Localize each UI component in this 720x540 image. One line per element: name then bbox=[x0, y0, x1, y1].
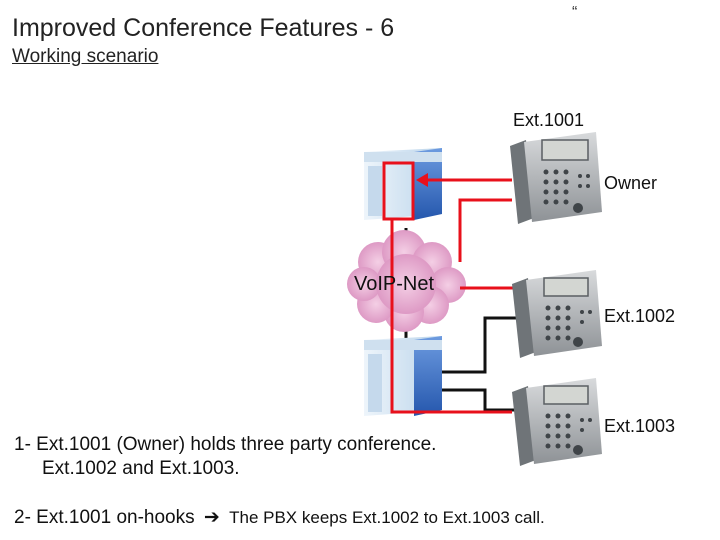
ext1002-label: Ext.1002 bbox=[604, 306, 676, 326]
phone-ext1001 bbox=[510, 132, 602, 224]
pbx1-highlight-box bbox=[382, 161, 415, 221]
scenario-note-2: 2- Ext.1001 on-hooks ➔ The PBX keeps Ext… bbox=[14, 506, 545, 529]
scenario-note-1: 1- Ext.1001 (Owner) holds three party co… bbox=[14, 433, 436, 481]
page-subtitle: Working scenario bbox=[12, 46, 159, 67]
phone-ext1003 bbox=[512, 378, 602, 466]
scenario-note-1-line1: 1- Ext.1001 (Owner) holds three party co… bbox=[14, 434, 437, 455]
conference-path-to-ext1003 bbox=[390, 219, 512, 414]
right-arrow-icon: ➔ bbox=[203, 507, 220, 528]
network-label: VoIP-Net bbox=[354, 273, 435, 295]
arrow-head-icon bbox=[416, 173, 428, 187]
scenario-note-2-result: The PBX keeps Ext.1002 to Ext.1003 call. bbox=[229, 508, 545, 527]
quote-mark: “ bbox=[572, 4, 578, 21]
ext1003-label: Ext.1003 bbox=[604, 416, 676, 436]
call-path bbox=[382, 161, 520, 414]
pbx-server-1 bbox=[364, 148, 442, 220]
ext1001-voice-line bbox=[458, 198, 512, 262]
phone-ext1002 bbox=[512, 270, 602, 358]
scenario-note-2-text: 2- Ext.1001 on-hooks bbox=[14, 507, 195, 528]
owner-label: Owner bbox=[604, 173, 658, 193]
ext1001-label: Ext.1001 bbox=[513, 110, 585, 130]
pbx-server-2 bbox=[364, 336, 442, 416]
pbx2-to-ext1002-line bbox=[438, 316, 518, 374]
scenario-note-1-line2: Ext.1002 and Ext.1003. bbox=[42, 458, 240, 479]
pbx2-to-ext1003-line bbox=[438, 388, 518, 412]
page-title: Improved Conference Features - 6 bbox=[12, 14, 395, 42]
